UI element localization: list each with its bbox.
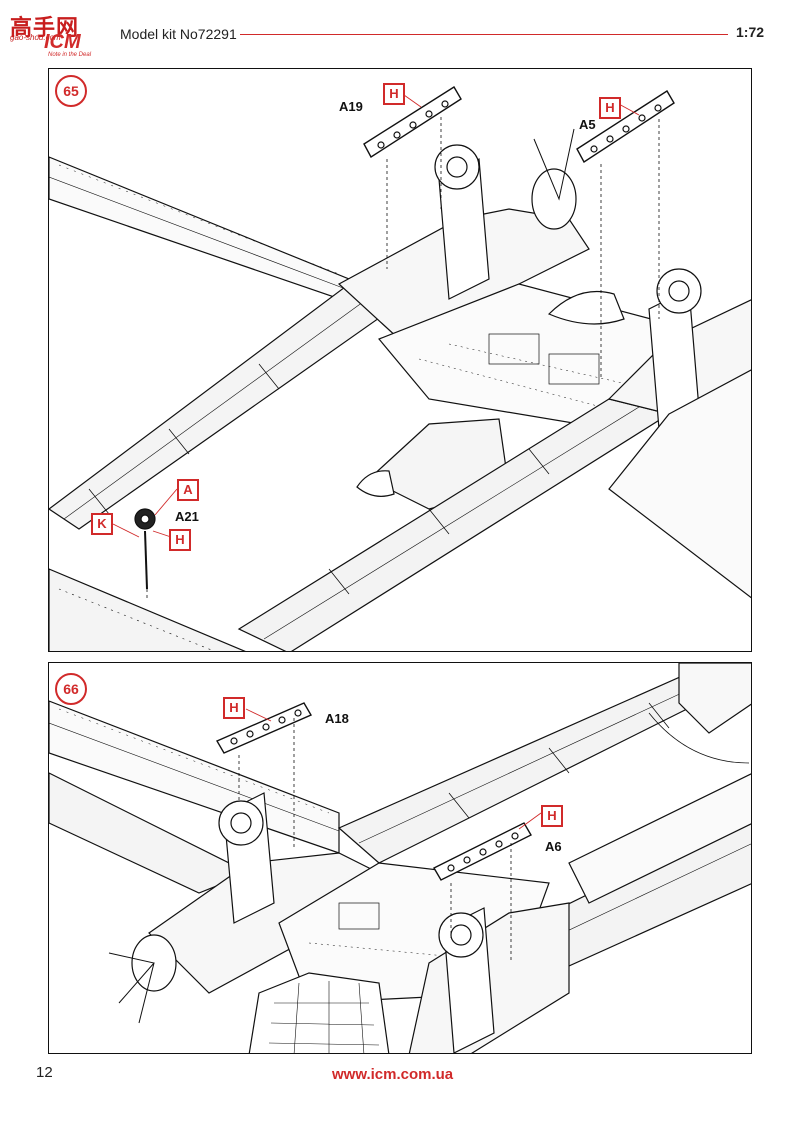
scale-label: 1:72 xyxy=(736,24,765,40)
ref-box-h: H xyxy=(383,83,405,105)
icm-logo: 高手网 gao-shou.com ICM Note in the Deal xyxy=(4,4,104,60)
part-label-a6: A6 xyxy=(545,839,562,854)
ref-box-a: A xyxy=(177,479,199,501)
ref-box-h: H xyxy=(541,805,563,827)
page-header: 高手网 gao-shou.com ICM Note in the Deal Mo… xyxy=(0,0,800,62)
part-label-a19: A19 xyxy=(339,99,363,114)
watermark-text: 高手网 xyxy=(10,16,80,41)
website-link[interactable]: www.icm.com.ua xyxy=(332,1066,454,1083)
ref-box-h: H xyxy=(599,97,621,119)
kit-label: Model kit No72291 xyxy=(120,26,237,42)
step-66-panel: 66 xyxy=(48,662,752,1054)
step-65-panel: 65 xyxy=(48,68,752,652)
part-label-a21: A21 xyxy=(175,509,199,524)
step-66-illustration xyxy=(49,663,751,1053)
ref-box-h: H xyxy=(223,697,245,719)
logo-tagline: Note in the Deal xyxy=(48,52,92,58)
step-number-badge: 65 xyxy=(55,75,87,107)
page-number: 12 xyxy=(36,1064,53,1081)
ref-box-k: K xyxy=(91,513,113,535)
watermark-subtext: gao-shou.com xyxy=(10,33,61,42)
ref-box-h: H xyxy=(169,529,191,551)
part-label-a18: A18 xyxy=(325,711,349,726)
step-number-badge: 66 xyxy=(55,673,87,705)
header-divider xyxy=(240,34,728,35)
part-label-a5: A5 xyxy=(579,117,596,132)
logo-text: ICM xyxy=(44,31,81,53)
step-65-illustration xyxy=(49,86,751,651)
